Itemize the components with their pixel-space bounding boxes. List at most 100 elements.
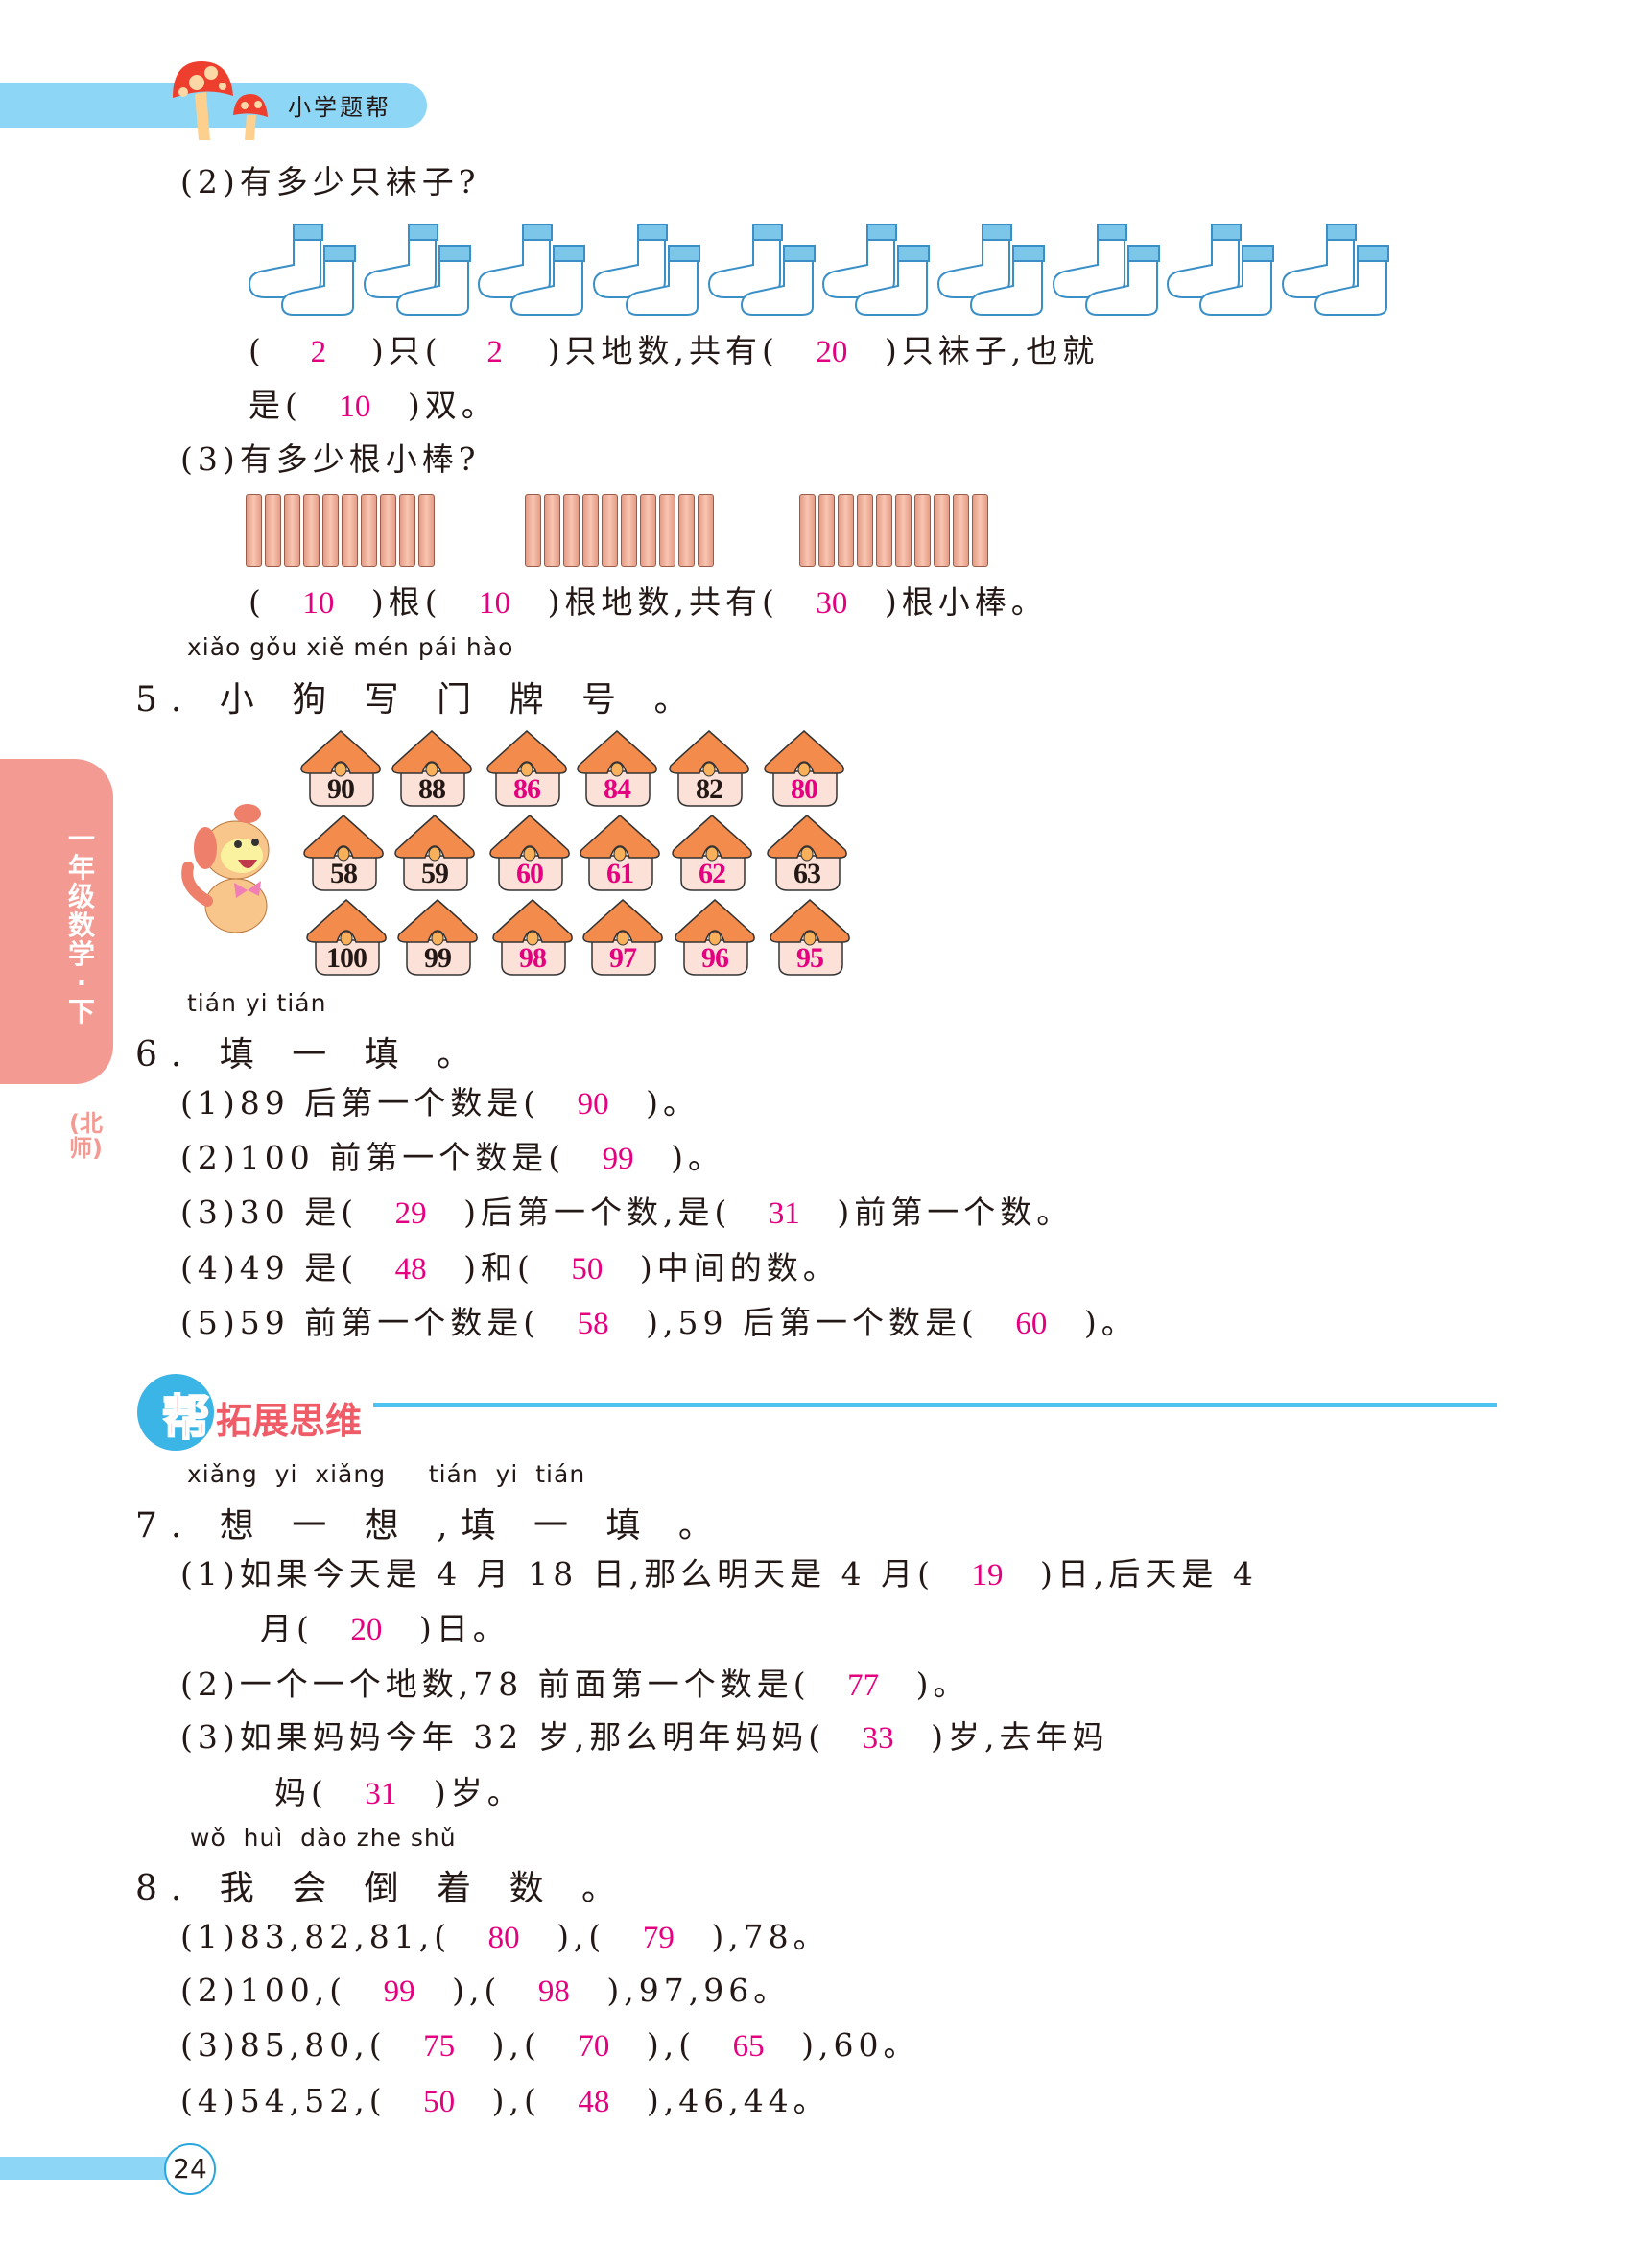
line-text: )日,后天是 4 bbox=[1040, 1555, 1258, 1593]
line-text: ),60。 bbox=[801, 2026, 920, 2064]
house-door-number: 99 bbox=[393, 898, 482, 977]
line-text: (2)一个一个地数,78 前面第一个数是( bbox=[180, 1666, 811, 1703]
sock-pair-icon bbox=[819, 223, 933, 317]
line-text: (3)85,80,( bbox=[180, 2026, 387, 2064]
line-text: ),( bbox=[491, 2082, 541, 2119]
stick-icon bbox=[525, 494, 541, 567]
q7-line: 月(20)日。 bbox=[260, 1608, 509, 1651]
stick-icon bbox=[953, 494, 969, 567]
line-text: )只( bbox=[370, 332, 442, 369]
answer-value: 58 bbox=[577, 1307, 609, 1341]
sock-pair-icon bbox=[935, 223, 1048, 317]
answer-value: 29 bbox=[394, 1196, 427, 1231]
house-icon bbox=[394, 815, 475, 891]
stick-icon bbox=[418, 494, 435, 567]
answer-value: 70 bbox=[578, 2029, 610, 2064]
line-text: (1)89 后第一个数是( bbox=[180, 1084, 541, 1122]
house-number: 86 bbox=[513, 773, 541, 805]
house-icon bbox=[580, 815, 660, 891]
sock-pair-icon bbox=[590, 223, 703, 317]
q8-pinyin: wǒ huì dào zhe shǔ bbox=[190, 1824, 457, 1852]
stick-icon bbox=[399, 494, 415, 567]
answer-value: 30 bbox=[816, 586, 848, 621]
house-door-number: 60 bbox=[485, 814, 574, 892]
stick-icon bbox=[303, 494, 320, 567]
house-door-number: 90 bbox=[296, 729, 385, 808]
stick-icon bbox=[914, 494, 931, 567]
stick-icon bbox=[698, 494, 714, 567]
house-icon bbox=[770, 899, 850, 976]
answer-value: 33 bbox=[862, 1721, 894, 1756]
house-number: 90 bbox=[327, 773, 355, 805]
side-tab-edition: (北师) bbox=[69, 1110, 103, 1162]
answer-value: 48 bbox=[578, 2085, 610, 2119]
answer-value: 99 bbox=[383, 1974, 415, 2009]
house-door-number: 96 bbox=[671, 898, 759, 977]
house-door-number: 98 bbox=[488, 898, 577, 977]
house-icon bbox=[675, 899, 755, 976]
house-door-number: 63 bbox=[763, 814, 851, 892]
house-number: 80 bbox=[791, 773, 818, 805]
sock-pair-icon bbox=[1050, 223, 1163, 317]
sock-pair-icon bbox=[1279, 223, 1392, 317]
stick-group bbox=[799, 494, 988, 567]
house-icon bbox=[303, 815, 384, 891]
q7-line: 妈(31)岁。 bbox=[274, 1772, 524, 1815]
house-door-number: 82 bbox=[665, 729, 753, 808]
house-door-number: 95 bbox=[766, 898, 854, 977]
line-text: )双。 bbox=[407, 387, 498, 424]
sock-pair-icon bbox=[1164, 223, 1277, 317]
house-number: 61 bbox=[606, 858, 634, 889]
q6-line: (5)59 前第一个数是(58),59 后第一个数是(60)。 bbox=[180, 1302, 1138, 1345]
house-number: 58 bbox=[330, 858, 358, 889]
stick-icon bbox=[640, 494, 656, 567]
line-text: 月( bbox=[260, 1610, 314, 1647]
line-text: )只地数,共有( bbox=[547, 332, 779, 369]
q6-line: (3)30 是(29)后第一个数,是(31)前第一个数。 bbox=[180, 1192, 1073, 1235]
q4-p3-question: (3)有多少根小棒? bbox=[180, 440, 481, 478]
stick-group bbox=[525, 494, 714, 567]
line-text: ),46,44。 bbox=[646, 2082, 830, 2119]
q6-line: (4)49 是(48)和(50)中间的数。 bbox=[180, 1247, 840, 1290]
line-text: )。 bbox=[646, 1084, 699, 1122]
line-text: )根小棒。 bbox=[884, 583, 1048, 621]
stick-icon bbox=[818, 494, 835, 567]
stick-icon bbox=[876, 494, 892, 567]
q7-line: (3)如果妈妈今年 32 岁,那么明年妈妈( 33 )岁,去年妈 bbox=[180, 1716, 1108, 1760]
q8-line: (4)54,52,(50),(48),46,44。 bbox=[180, 2080, 830, 2123]
stick-icon bbox=[934, 494, 950, 567]
house-door-number: 58 bbox=[299, 814, 388, 892]
house-number: 60 bbox=[516, 858, 544, 889]
house-door-number: 80 bbox=[760, 729, 848, 808]
line-text: )岁,去年妈 bbox=[931, 1718, 1109, 1756]
answer-value: 90 bbox=[577, 1087, 609, 1122]
line-text: )后第一个数,是( bbox=[463, 1193, 732, 1231]
house-icon bbox=[669, 730, 749, 807]
house-number: 97 bbox=[609, 942, 637, 974]
stick-icon bbox=[284, 494, 300, 567]
sock-pair-icon bbox=[361, 223, 474, 317]
house-icon bbox=[391, 730, 472, 807]
stick-icon bbox=[265, 494, 281, 567]
line-text: (1)如果今天是 4 月 18 日,那么明天是 4 月( bbox=[180, 1555, 935, 1593]
socks-illustration bbox=[246, 223, 1392, 317]
q4-p2-answer-line-2: 是(10)双。 bbox=[249, 385, 498, 428]
house-number: 96 bbox=[701, 942, 729, 974]
answer-value: 2 bbox=[486, 335, 503, 369]
stick-icon bbox=[342, 494, 358, 567]
house-number: 82 bbox=[696, 773, 723, 805]
line-text: ),97,96。 bbox=[606, 1972, 791, 2009]
stick-icon bbox=[799, 494, 816, 567]
house-door-number: 97 bbox=[579, 898, 667, 977]
mushroom-logo-icon bbox=[173, 61, 268, 140]
answer-value: 77 bbox=[847, 1668, 880, 1703]
house-icon bbox=[767, 815, 847, 891]
stick-icon bbox=[322, 494, 339, 567]
stick-icon bbox=[895, 494, 912, 567]
stick-icon bbox=[972, 494, 988, 567]
house-icon bbox=[486, 730, 567, 807]
line-text: (3)如果妈妈今年 32 岁,那么明年妈妈( bbox=[180, 1718, 826, 1756]
line-text: (1)83,82,81,( bbox=[180, 1918, 452, 1955]
line-text: ( bbox=[249, 583, 266, 621]
line-text: )前第一个数。 bbox=[837, 1193, 1074, 1231]
